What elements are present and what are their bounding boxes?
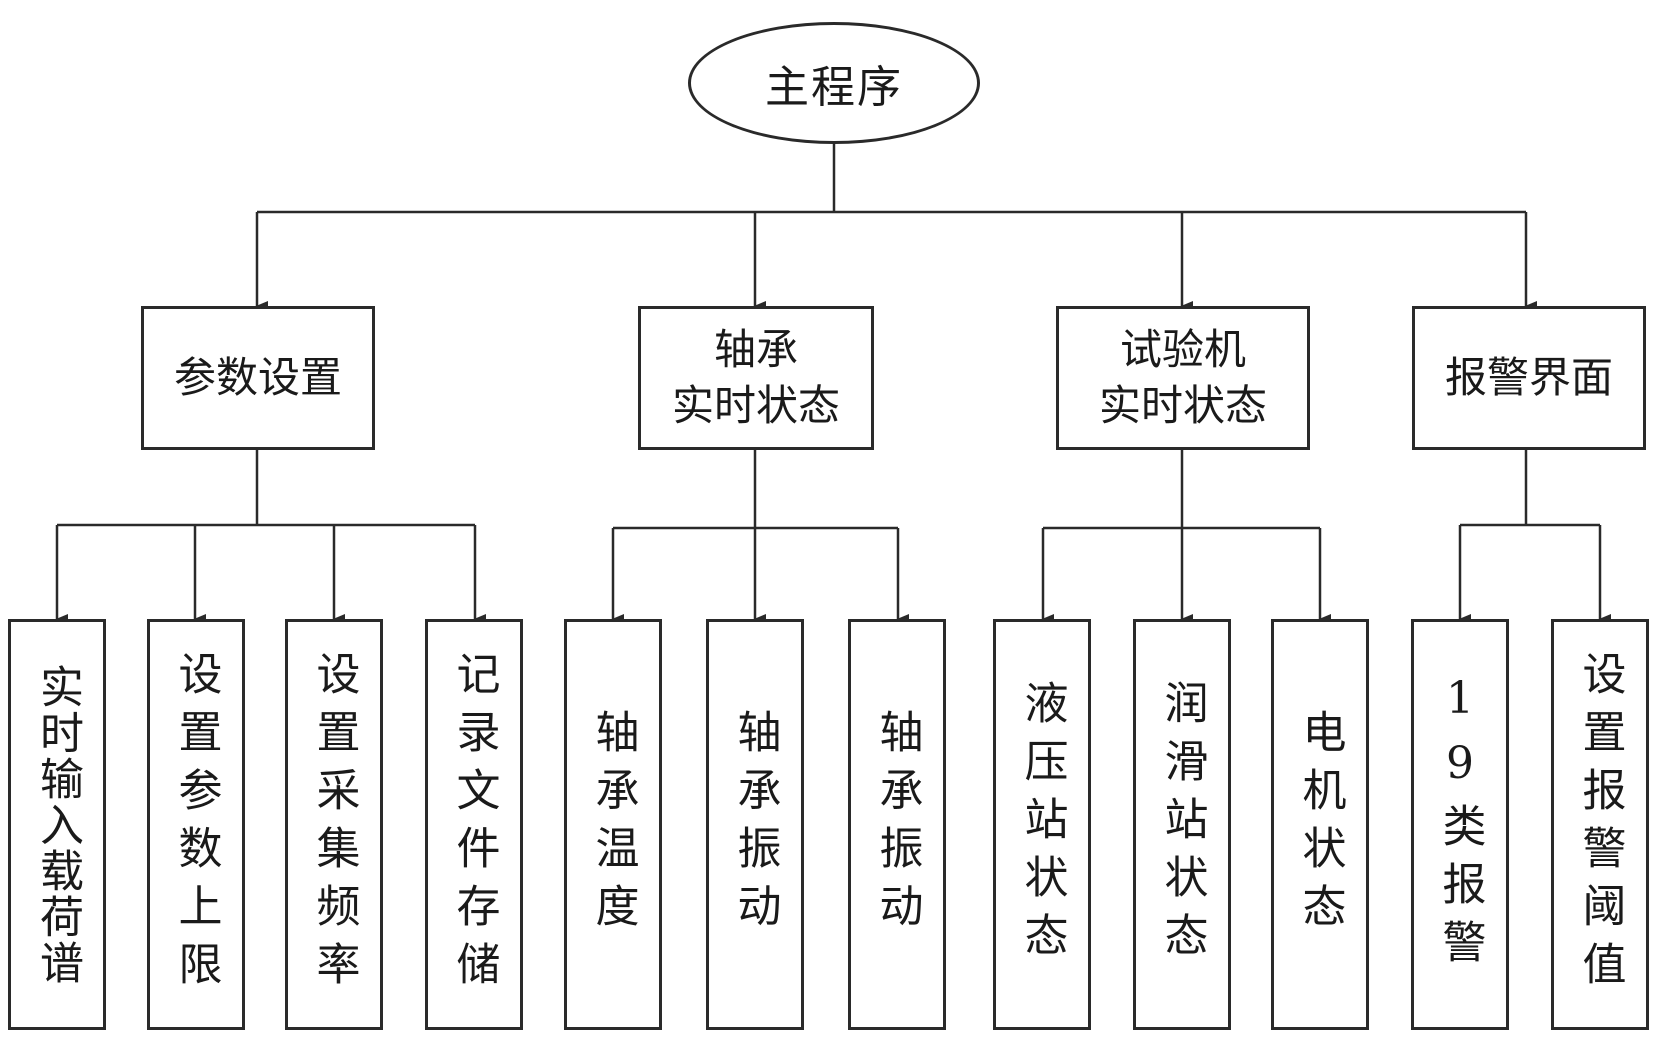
leaf-label: 实时输入载荷谱 (32, 663, 83, 986)
branch-node-machine-status: 试验机 实时状态 (1056, 306, 1310, 450)
leaf-node: 电机状态 (1271, 619, 1369, 1030)
leaf-node: 液压站状态 (993, 619, 1091, 1030)
leaf-node: 润滑站状态 (1133, 619, 1231, 1030)
leaf-label: 记录文件存储 (448, 650, 500, 999)
leaf-node: 实时输入载荷谱 (8, 619, 106, 1030)
leaf-label: 设置参数上限 (170, 650, 222, 999)
leaf-label: 轴承振动 (729, 708, 781, 941)
branch-node-alarm: 报警界面 (1412, 306, 1646, 450)
leaf-label: 设置报警阈值 (1574, 650, 1626, 999)
leaf-node: 设置报警阈值 (1551, 619, 1649, 1030)
branch-node-params: 参数设置 (141, 306, 375, 450)
branch-node-bearing-status: 轴承 实时状态 (638, 306, 874, 450)
leaf-node: 设置参数上限 (147, 619, 245, 1030)
leaf-node: 19类报警 (1411, 619, 1509, 1030)
leaf-label: 轴承振动 (871, 708, 923, 941)
leaf-label: 电机状态 (1294, 708, 1346, 941)
leaf-label: 设置采集频率 (308, 650, 360, 999)
leaf-label: 19类报警 (1434, 672, 1486, 977)
leaf-label: 轴承温度 (587, 708, 639, 941)
leaf-node: 轴承温度 (564, 619, 662, 1030)
leaf-node: 轴承振动 (848, 619, 946, 1030)
root-node: 主程序 (688, 22, 980, 144)
leaf-label: 润滑站状态 (1156, 679, 1208, 970)
leaf-node: 轴承振动 (706, 619, 804, 1030)
leaf-node: 设置采集频率 (285, 619, 383, 1030)
leaf-node: 记录文件存储 (425, 619, 523, 1030)
leaf-label: 液压站状态 (1016, 679, 1068, 970)
